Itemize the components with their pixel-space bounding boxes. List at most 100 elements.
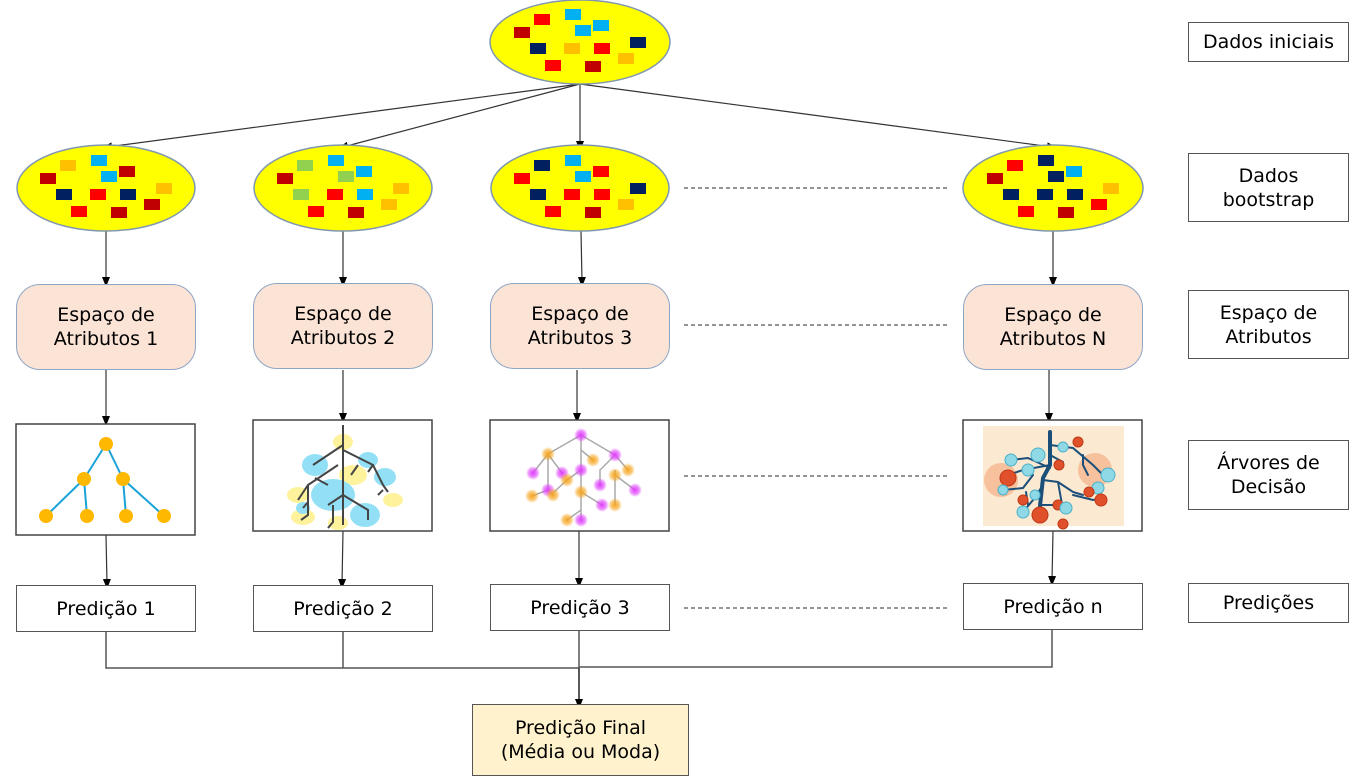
data-square (381, 199, 397, 210)
tree-node (586, 453, 600, 467)
ellipsis-dashes (684, 187, 948, 609)
data-square (630, 37, 646, 48)
vertical-arrows (102, 230, 1057, 589)
data-square (90, 189, 106, 200)
data-square (534, 14, 550, 25)
tree-icon-2 (252, 419, 433, 532)
data-square (327, 189, 343, 200)
data-square (594, 43, 610, 54)
legend-decision-trees: Árvores de Decisão (1188, 440, 1349, 510)
bootstrap-arrows (102, 83, 1057, 151)
data-square (630, 183, 646, 194)
feature-space-label-3: Espaço de Atributos 3 (527, 303, 633, 349)
data-square (328, 155, 344, 166)
tree-node (1057, 441, 1069, 453)
data-square (1067, 189, 1083, 200)
tree-node (1057, 518, 1069, 530)
bootstrap-ellipse-1 (16, 144, 196, 232)
final-prediction-box: Predição Final (Média ou Moda) (472, 704, 689, 776)
data-square (585, 61, 601, 72)
bootstrap-ellipse-n (962, 144, 1144, 232)
merge-lines (105, 630, 1053, 709)
tree-node (593, 478, 607, 492)
legend-predictions-label: Predições (1222, 592, 1315, 614)
tree-icon-n (962, 419, 1143, 532)
tree-node (1072, 436, 1084, 448)
tree-node (541, 447, 555, 461)
data-square (565, 9, 581, 20)
data-square (1048, 171, 1064, 182)
data-square (60, 160, 76, 171)
data-square (594, 189, 610, 200)
data-square (111, 207, 127, 218)
data-square (40, 173, 56, 184)
prediction-label-2: Predição 2 (293, 597, 393, 620)
data-square (545, 60, 561, 71)
feature-space-box-1: Espaço de Atributos 1 (16, 284, 196, 370)
data-square (1091, 199, 1107, 210)
data-square (91, 155, 107, 166)
tree-node (621, 463, 635, 477)
tree-node (608, 498, 622, 512)
tree-node (1053, 459, 1065, 471)
feature-space-label-2: Espaço de Atributos 2 (290, 303, 396, 349)
legend-predictions: Predições (1188, 583, 1349, 623)
data-square (987, 173, 1003, 184)
prediction-box-3: Predição 3 (490, 584, 670, 631)
tree-node (546, 488, 560, 502)
legend-initial-data-label: Dados iniciais (1202, 31, 1335, 53)
tree-node (628, 483, 642, 497)
data-square (575, 171, 591, 182)
tree-node (608, 468, 622, 482)
data-square (277, 173, 293, 184)
data-square (119, 166, 135, 177)
data-square (293, 189, 309, 200)
tree-node (997, 484, 1009, 496)
tree-node (574, 513, 588, 527)
data-square (545, 206, 561, 217)
feature-space-box-n: Espaço de Atributos N (963, 284, 1143, 370)
data-square (530, 189, 546, 200)
data-square (1058, 207, 1074, 218)
data-square (357, 189, 373, 200)
bootstrap-ellipse-3 (490, 144, 670, 232)
tree-node (1100, 467, 1116, 483)
data-square (564, 189, 580, 200)
prediction-label-3: Predição 3 (530, 596, 630, 619)
feature-space-box-2: Espaço de Atributos 2 (253, 283, 433, 369)
legend-bootstrap-data-label: Dados bootstrap (1222, 164, 1315, 211)
legend-feature-space-label: Espaço de Atributos (1219, 301, 1318, 348)
tree-node (1030, 447, 1046, 463)
data-square (565, 155, 581, 166)
data-square (56, 189, 72, 200)
tree-node (525, 489, 539, 503)
prediction-box-1: Predição 1 (16, 585, 196, 632)
data-square (156, 183, 172, 194)
data-square (575, 25, 591, 36)
bootstrap-ellipse-2 (253, 144, 433, 232)
data-square (530, 43, 546, 54)
tree-node (1004, 453, 1018, 467)
data-square (1018, 206, 1034, 217)
tree-node (595, 498, 609, 512)
initial-data-ellipse (489, 0, 671, 85)
data-square (514, 27, 530, 38)
data-square (1007, 160, 1023, 171)
data-square (585, 207, 601, 218)
tree-icon-3 (489, 419, 670, 532)
tree-node (608, 448, 622, 462)
prediction-label-n: Predição n (1003, 595, 1103, 618)
tree-node (526, 466, 540, 480)
prediction-box-n: Predição n (963, 583, 1143, 630)
legend-decision-trees-label: Árvores de Decisão (1217, 452, 1320, 498)
data-square (618, 199, 634, 210)
tree-node (1059, 501, 1073, 515)
data-square (144, 199, 160, 210)
tree-node (999, 469, 1017, 487)
feature-space-box-3: Espaço de Atributos 3 (490, 283, 670, 369)
data-square (514, 173, 530, 184)
data-square (71, 206, 87, 217)
tree-node (1083, 486, 1095, 498)
data-square (120, 189, 136, 200)
